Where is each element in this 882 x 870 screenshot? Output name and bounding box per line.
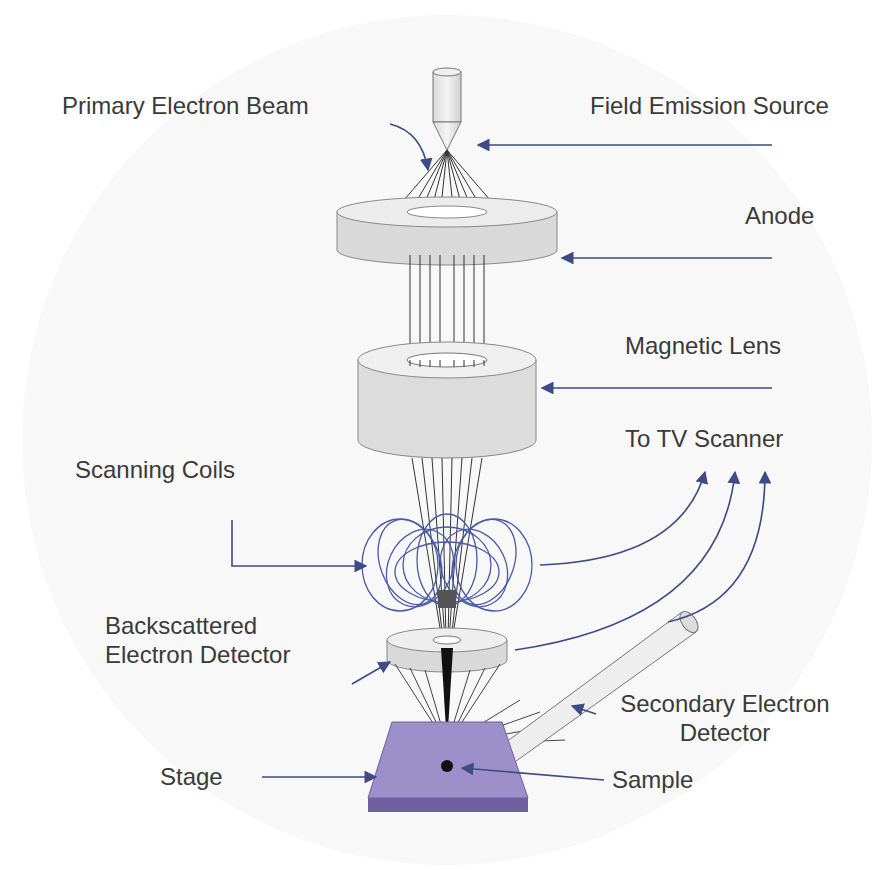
- part-label: Backscattered Electron Detector: [105, 612, 320, 670]
- secondary-electron-detector: [498, 608, 702, 764]
- anode-disk: [337, 197, 557, 265]
- part-label: Stage: [160, 763, 223, 792]
- field-emission-source: [433, 68, 461, 150]
- part-label: Secondary Electron Detector: [600, 690, 850, 748]
- scanning-coils: [362, 510, 532, 617]
- part-label: Sample: [612, 766, 693, 795]
- part-label: Field Emission Source: [590, 92, 829, 121]
- part-label: To TV Scanner: [625, 425, 783, 454]
- magnetic-lens: [358, 342, 536, 458]
- part-label: Scanning Coils: [75, 456, 235, 485]
- part-label: Anode: [745, 202, 814, 231]
- sample-dot: [441, 760, 453, 772]
- watermark-seal: [22, 15, 872, 865]
- part-label: Primary Electron Beam: [62, 92, 309, 121]
- focused-beam: [412, 458, 482, 640]
- specimen-stage: [368, 722, 528, 812]
- part-label: Magnetic Lens: [625, 332, 781, 361]
